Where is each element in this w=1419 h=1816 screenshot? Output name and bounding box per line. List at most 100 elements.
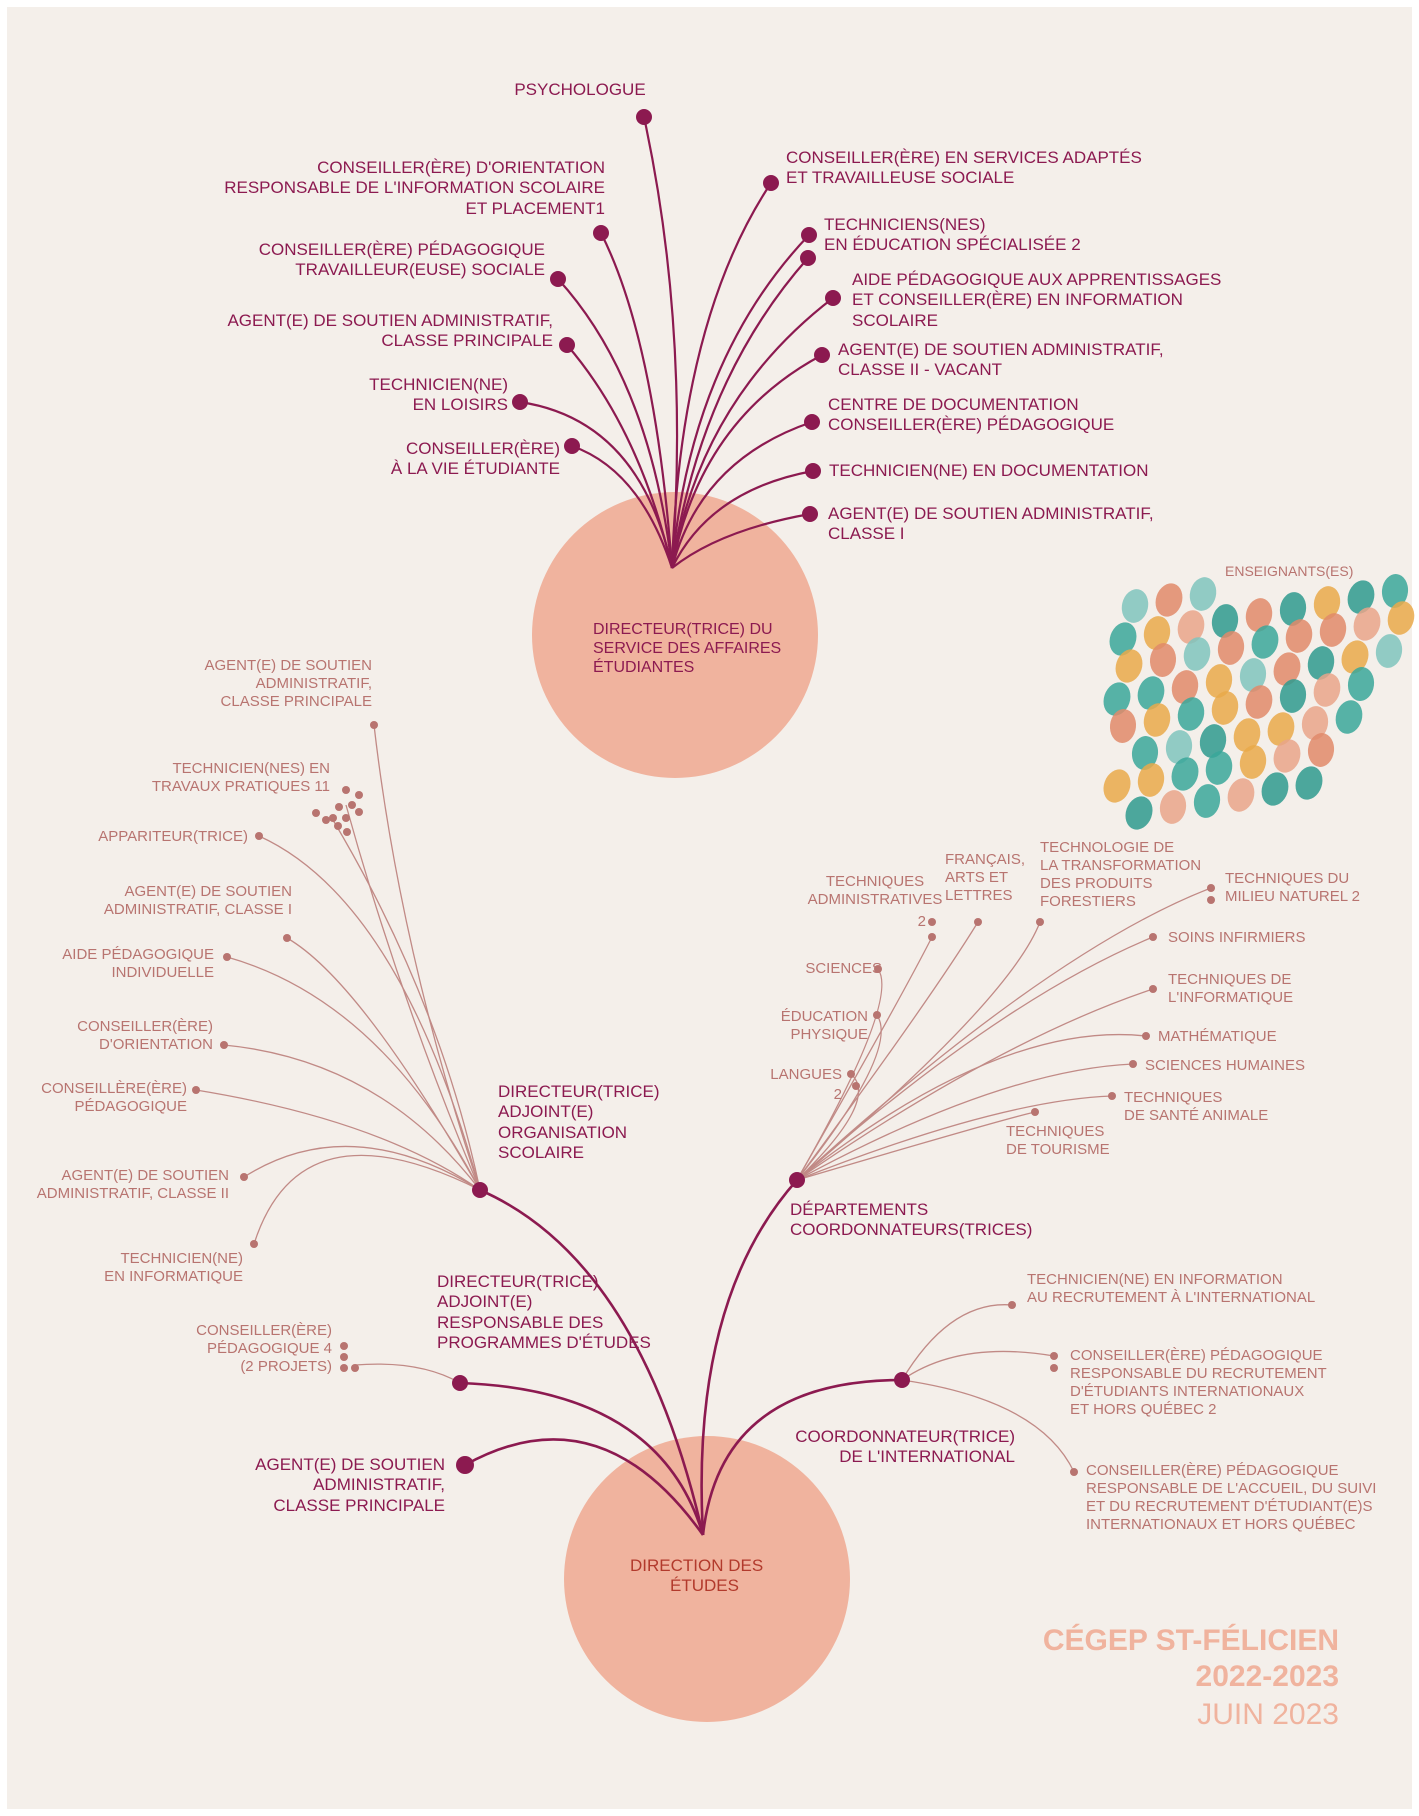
node-dot [550,271,566,287]
fingerprint-oval [1155,583,1183,617]
connector-loisirs [519,400,674,569]
node-dot [329,814,337,822]
node-dot [1070,1468,1078,1476]
node-dot [456,1456,474,1474]
label-dept-sciences: SCIENCES [805,960,882,977]
node-dot [1149,985,1157,993]
connector-root-departments [700,1179,798,1536]
fingerprint-oval [1143,616,1171,650]
fingerprint-oval [1267,712,1295,746]
fingerprint-oval [1313,586,1341,620]
node-dot [789,1172,805,1188]
fingerprint-oval [1273,739,1301,773]
node-dot [334,822,342,830]
fingerprint-oval [1217,631,1245,665]
footer-org: CÉGEP ST-FÉLICIEN [1042,1624,1339,1657]
node-dot [343,828,351,836]
fingerprint-oval [1279,679,1307,713]
fingerprint-oval [1387,601,1415,635]
fingerprint-oval [1227,778,1255,812]
connector-agent-classe2 [670,354,823,569]
node-dot [825,290,841,306]
fingerprint-oval [1251,625,1279,659]
fingerprint-oval [1261,772,1289,806]
fingerprint-oval [1103,769,1131,803]
programs-intl-connectors [354,1304,1075,1473]
fingerprint-oval [1301,706,1329,740]
label-agent-classe-ii: AGENT(E) DE SOUTIEN ADMINISTRATIF,CLASSE… [838,340,1164,380]
connector-tech-doc [671,469,814,569]
fingerprint-oval [1171,757,1199,791]
label-psychologue: PSYCHOLOGUE [514,80,646,99]
label-vie-etudiante: CONSEILLER(ÈRE)À LA VIE ÉTUDIANTE [390,439,560,479]
node-dot [472,1182,488,1198]
node-dot [1008,1301,1016,1309]
fingerprint-oval [1313,673,1341,707]
connector-vie-etudiante [571,444,674,569]
hub-international-label: COORDONNATEUR(TRICE)DE L'INTERNATIONAL [795,1427,1015,1467]
node-dot [223,953,231,961]
connector-techniciens-edu-2 [670,257,809,569]
label-programs-conseiller: CONSEILLER(ÈRE)PÉDAGOGIQUE 4(2 PROJETS) [196,1322,332,1375]
label-so-appariteur: APPARITEUR(TRICE) [98,828,248,845]
node-dot [874,965,882,973]
fingerprint-oval [1177,610,1205,644]
fingerprint-oval [1319,613,1347,647]
fingerprint-oval [1381,574,1409,608]
node-dot [370,721,378,729]
fingerprint-oval [1109,622,1137,656]
node-dot [240,1173,248,1181]
hub-circle-root [564,1436,850,1722]
fingerprint-oval [1245,598,1273,632]
node-dot [452,1375,468,1391]
node-dot [1031,1108,1039,1116]
connector-root-agent [464,1438,705,1536]
label-dept-admin-count: 2 [917,913,926,930]
node-dot [283,934,291,942]
connector-agent-classe1 [671,512,811,569]
label-dept-soins-infirmiers: SOINS INFIRMIERS [1168,929,1306,946]
node-dot [1129,1060,1137,1068]
label-dept-mathematique: MATHÉMATIQUE [1158,1028,1277,1045]
fingerprint-oval [1273,652,1301,686]
fingerprint-oval [1171,670,1199,704]
fingerprint-oval [1121,589,1149,623]
fingerprint-oval [1109,709,1137,743]
node-dot [1142,1032,1150,1040]
connector-services-adaptes [670,182,772,569]
departments-connectors [796,887,1212,1181]
fingerprint-oval [1307,646,1335,680]
connector-dots [192,109,1215,1476]
label-so-technicien-informatique: TECHNICIEN(NE)EN INFORMATIQUE [104,1250,243,1285]
node-dot [1108,1092,1116,1100]
student-services-connectors [519,116,834,569]
fingerprint-oval [1131,736,1159,770]
fingerprint-oval [1103,682,1131,716]
fingerprint-oval [1341,640,1369,674]
node-dot [564,438,580,454]
fingerprint-oval [1239,745,1267,779]
node-dot [894,1372,910,1388]
fingerprint-oval [1137,763,1165,797]
fingerprint-oval [1335,700,1363,734]
fingerprint-oval [1205,751,1233,785]
hub-circle-student-services [532,492,818,778]
label-so-conseiller-orientation: CONSEILLER(ÈRE)D'ORIENTATION [77,1018,213,1053]
node-dot [340,1364,348,1372]
fingerprint-oval [1307,733,1335,767]
fingerprint-oval [1125,796,1153,830]
node-dot [340,1342,348,1350]
footer-date: JUIN 2023 [1197,1698,1339,1731]
fingerprint-oval [1159,790,1187,824]
node-dot [512,394,528,410]
connector-centre-doc [670,420,813,569]
label-techniciens-education: TECHNICIENS(NES)EN ÉDUCATION SPÉCIALISÉE… [824,215,1081,255]
